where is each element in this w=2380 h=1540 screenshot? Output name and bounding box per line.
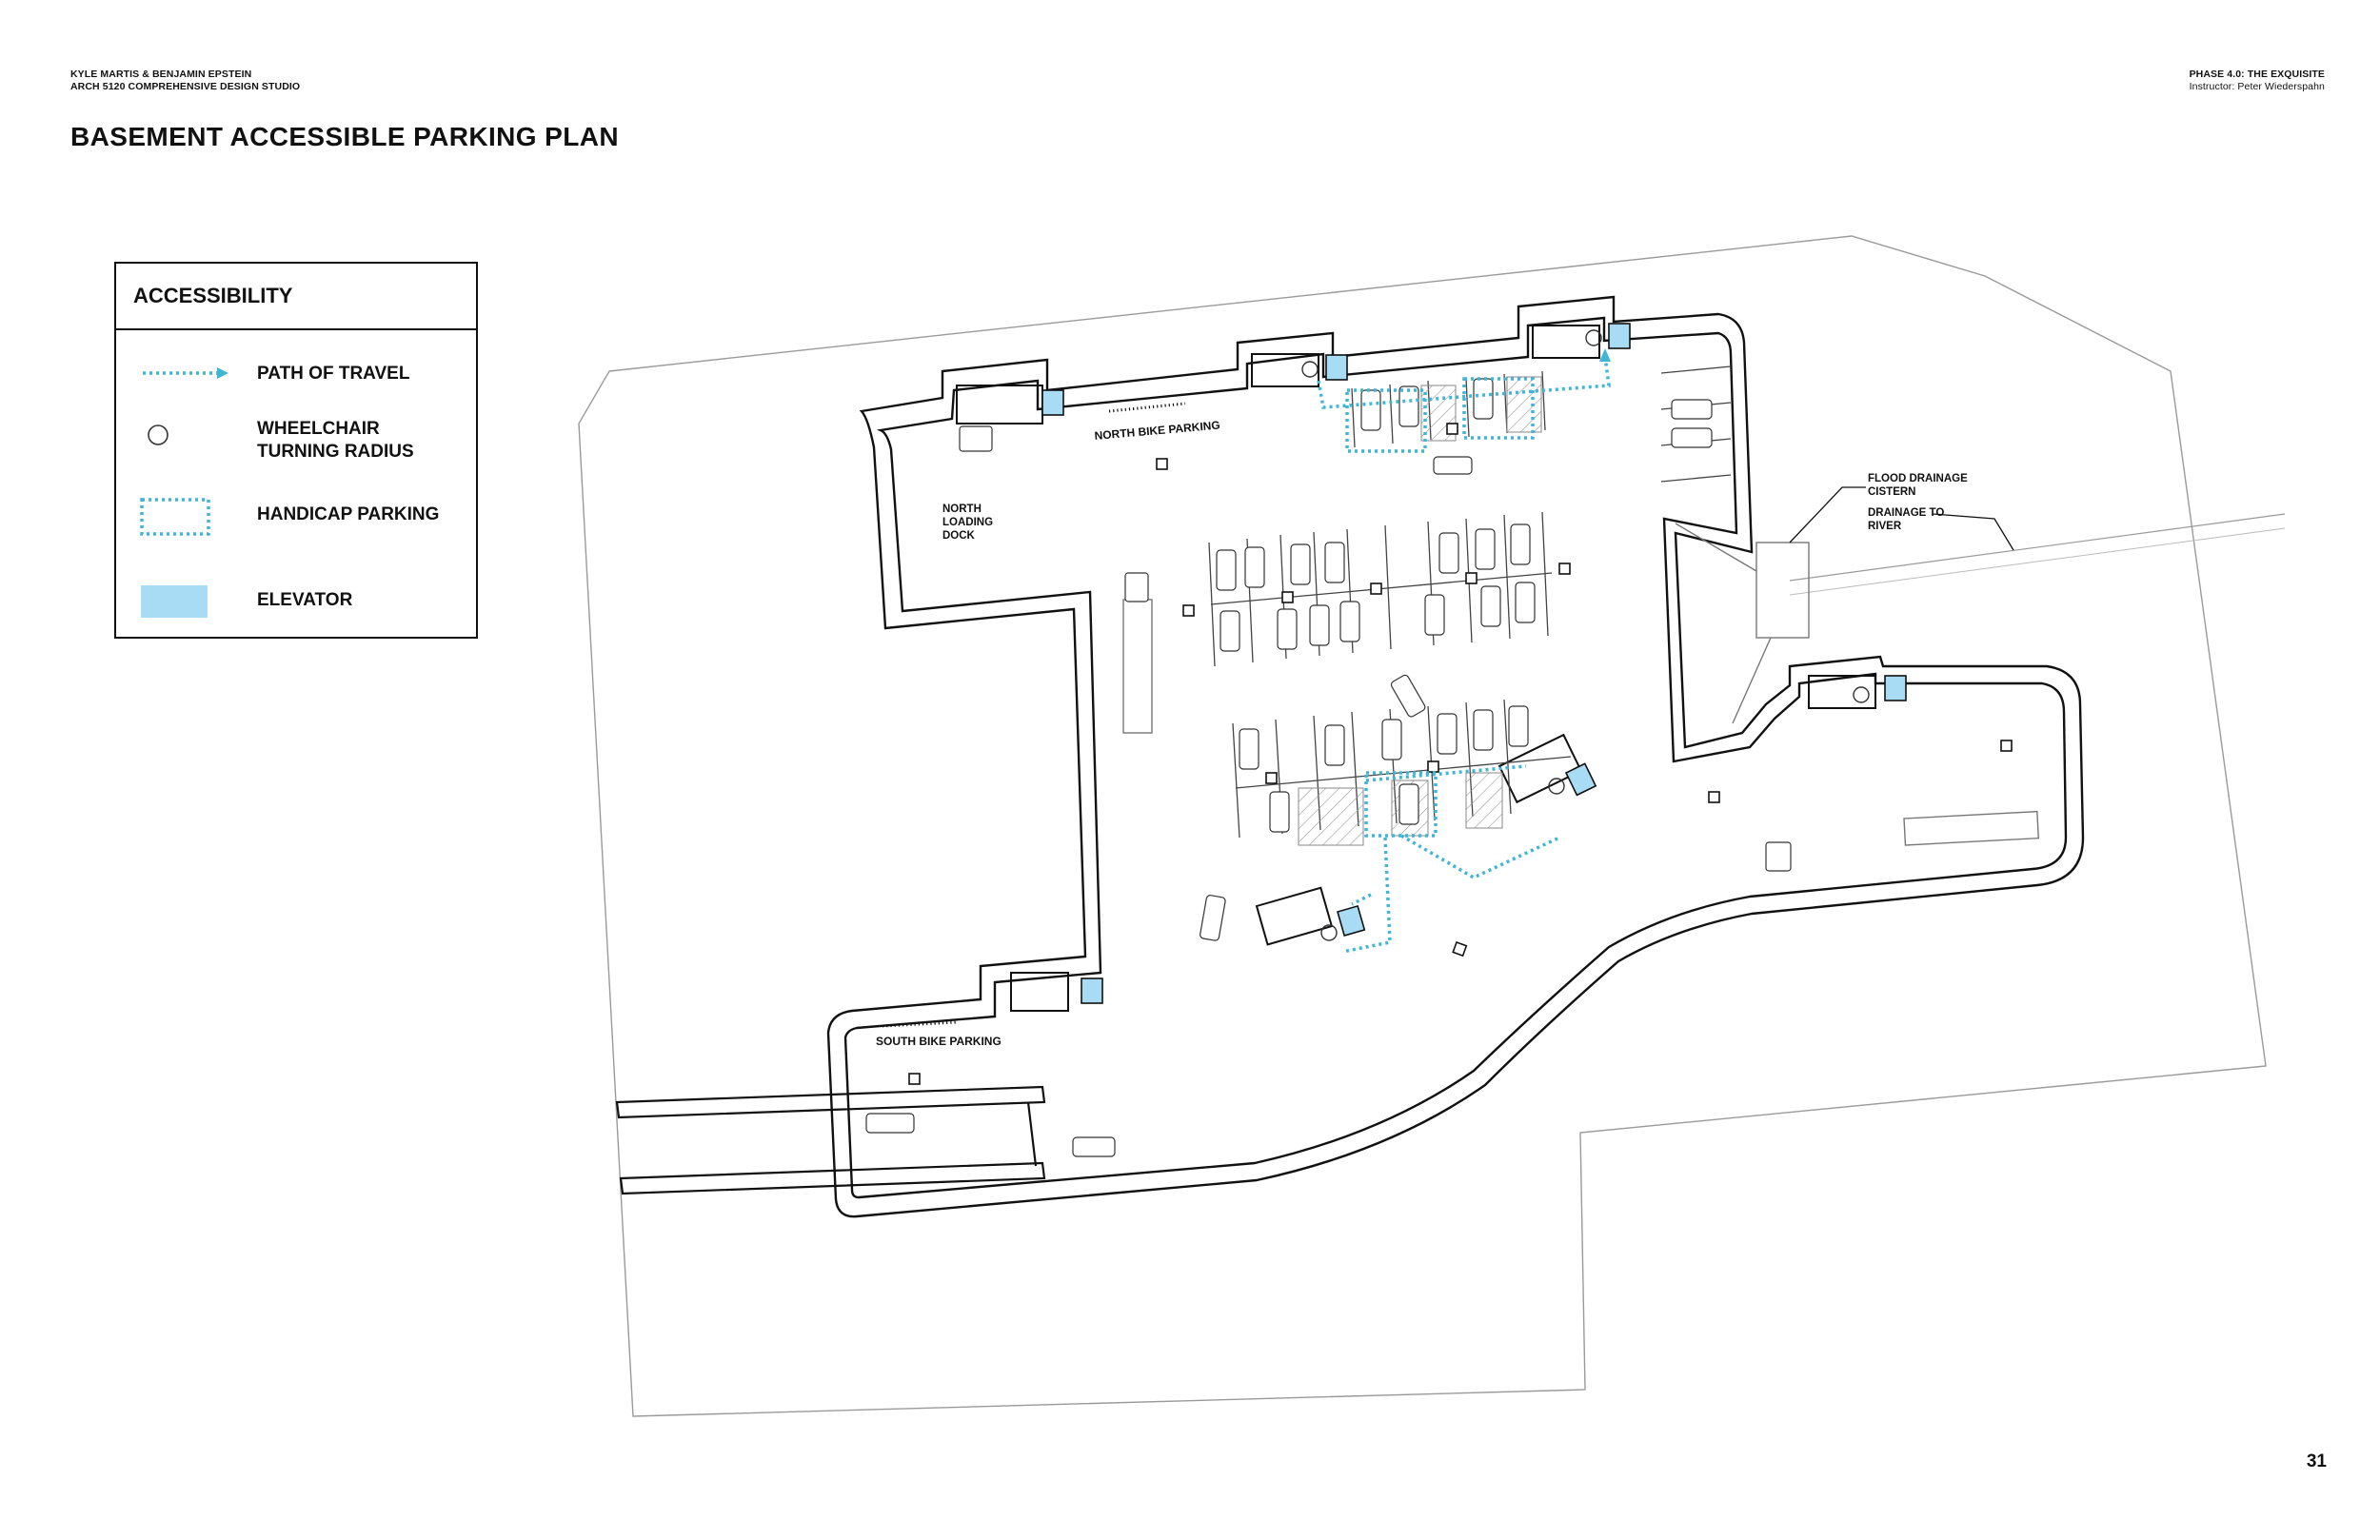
course-text: ARCH 5120 COMPREHENSIVE DESIGN STUDIO: [70, 81, 301, 92]
page-number: 31: [2306, 1451, 2327, 1471]
cars: [865, 378, 1792, 1157]
north-bike-parking-label: NORTH BIKE PARKING: [1094, 418, 1220, 442]
legend-label: PATH OF TRAVEL: [257, 364, 410, 384]
building-walls: [826, 295, 2085, 1218]
north-bike-rack: [1108, 402, 1186, 413]
accessibility-legend: ACCESSIBILITY PATH OF TRAVEL WHEELCHAIR …: [114, 262, 478, 639]
south-bike-parking-label: SOUTH BIKE PARKING: [876, 1035, 1002, 1048]
drainage-line: [1789, 513, 2286, 582]
phase-text: PHASE 4.0: THE EXQUISITE: [2189, 69, 2325, 80]
columns: [908, 423, 2013, 1085]
flood-cistern-label-2: CISTERN: [1868, 486, 1915, 498]
header-right: PHASE 4.0: THE EXQUISITE Instructor: Pet…: [2190, 69, 2325, 93]
header-left: KYLE MARTIS & BENJAMIN EPSTEIN ARCH 5120…: [70, 69, 300, 93]
wheelchair-circles: [1301, 329, 1870, 941]
parking-stalls: [1208, 365, 1732, 839]
south-ramp: [615, 1085, 1046, 1195]
page-title: BASEMENT ACCESSIBLE PARKING PLAN: [70, 122, 619, 151]
leader-lines: [1789, 486, 2014, 551]
site-boundary: [578, 235, 2267, 1417]
circle-icon: [148, 424, 169, 445]
loading-dock-bay: [1122, 599, 2040, 846]
legend-label: HANDICAP PARKING: [257, 504, 440, 524]
authors-text: KYLE MARTIS & BENJAMIN EPSTEIN: [70, 69, 252, 80]
legend-heading: ACCESSIBILITY: [116, 264, 476, 330]
north-loading-dock-label-2: LOADING: [942, 517, 993, 528]
legend-label: WHEELCHAIR: [257, 419, 380, 439]
north-loading-dock-label-3: DOCK: [942, 530, 976, 542]
flood-cistern-label-1: FLOOD DRAINAGE: [1868, 473, 1968, 484]
drainage-label-2: RIVER: [1868, 521, 1902, 532]
legend-label: ELEVATOR: [257, 590, 353, 610]
instructor-text: Instructor: Peter Wiederspahn: [2189, 81, 2325, 92]
elevators: [1041, 323, 1907, 1004]
south-bike-rack: [882, 1020, 958, 1028]
hatched-stalls: [1298, 376, 1542, 846]
elevator-swatch-icon: [141, 585, 208, 618]
dotted-arrow-icon: [143, 367, 228, 379]
north-loading-dock-label-1: NORTH: [942, 503, 982, 515]
path-arrowheads: [1599, 348, 1611, 362]
flood-cistern: [1675, 523, 1810, 724]
path-of-travel: [1317, 356, 1611, 954]
legend-label: TURNING RADIUS: [257, 442, 414, 462]
drainage-label-1: DRAINAGE TO: [1868, 507, 1944, 519]
dotted-rectangle-icon: [140, 498, 210, 536]
